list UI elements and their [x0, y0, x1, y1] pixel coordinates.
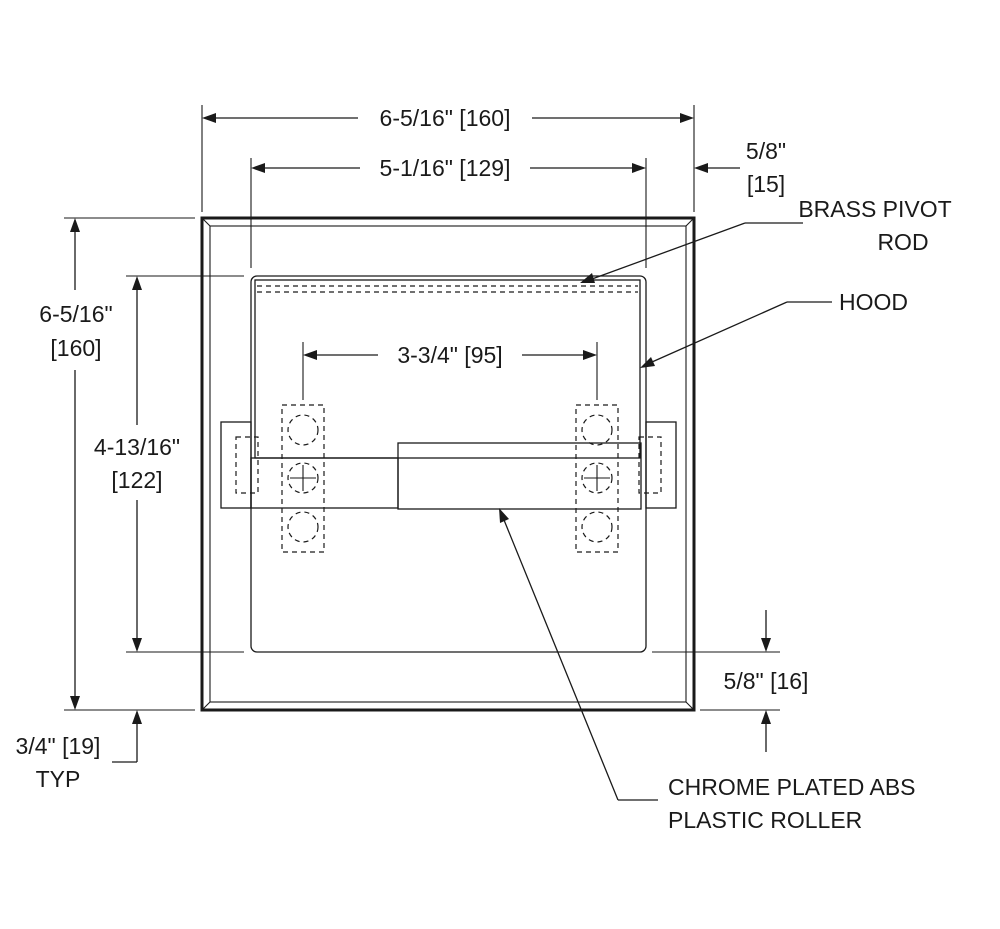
dim-inner-width: 5-1/16" [129] — [251, 155, 646, 181]
callout-roller: CHROME PLATED ABS PLASTIC ROLLER — [499, 508, 916, 833]
hood — [254, 279, 641, 459]
dim-overall-width: 6-5/16" [160] — [202, 105, 694, 131]
dim-flange-top: 5/8" [15] — [694, 138, 786, 197]
dim-inner-height: 4-13/16" [122] — [94, 276, 180, 652]
outer-flange — [200, 216, 696, 712]
dim-overall-height-label-2: [160] — [50, 335, 101, 361]
callout-brass-pivot-rod: BRASS PIVOT ROD — [580, 196, 952, 283]
right-mounting-holes — [575, 404, 619, 553]
dim-typ-label-2: TYP — [36, 766, 81, 792]
dim-hole-spacing: 3-3/4" [95] — [303, 342, 597, 368]
callout-roller-label-1: CHROME PLATED ABS — [668, 774, 916, 800]
dim-flange-top-label-1: 5/8" — [746, 138, 786, 164]
dim-hole-spacing-label: 3-3/4" [95] — [397, 342, 502, 368]
dim-typ: 3/4" [19] TYP — [16, 710, 142, 792]
extension-lines — [64, 105, 780, 711]
dim-inner-height-label-2: [122] — [111, 467, 162, 493]
callout-hood: HOOD — [640, 289, 908, 368]
callout-hood-label: HOOD — [839, 289, 908, 315]
dim-inner-width-label: 5-1/16" [129] — [380, 155, 511, 181]
callout-roller-label-2: PLASTIC ROLLER — [668, 807, 862, 833]
dim-inner-height-label-1: 4-13/16" — [94, 434, 180, 460]
dim-typ-label-1: 3/4" [19] — [16, 733, 101, 759]
left-bracket — [220, 421, 259, 509]
dim-flange-bottom-label: 5/8" [16] — [724, 668, 809, 694]
dim-overall-height: 6-5/16" [160] — [39, 218, 113, 710]
dim-overall-height-label-1: 6-5/16" — [39, 301, 112, 327]
dim-flange-bottom: 5/8" [16] — [724, 610, 809, 752]
callout-brass-pivot-label-1: BRASS PIVOT — [798, 196, 951, 222]
dim-overall-width-label: 6-5/16" [160] — [380, 105, 511, 131]
inner-recess — [250, 275, 647, 653]
right-bracket — [638, 421, 677, 509]
callout-brass-pivot-label-2: ROD — [877, 229, 928, 255]
dim-flange-top-label-2: [15] — [747, 171, 785, 197]
left-mounting-holes — [281, 404, 325, 553]
